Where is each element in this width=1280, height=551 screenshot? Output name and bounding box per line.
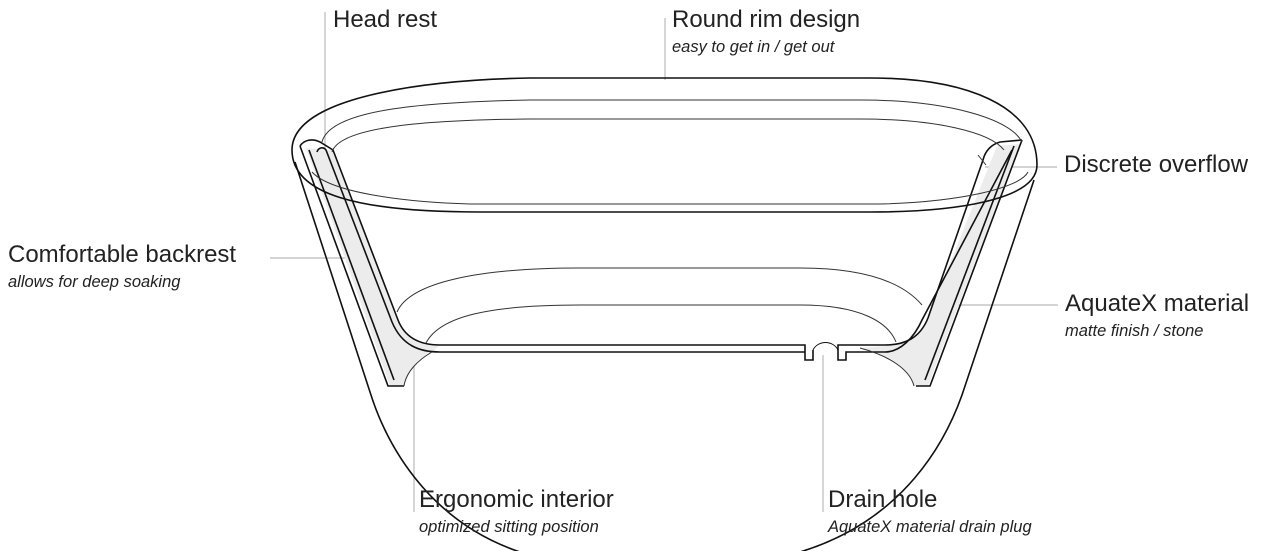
round-rim-subtitle: easy to get in / get out (672, 38, 835, 56)
label-ergonomic: Ergonomic interior optimized sitting pos… (419, 486, 614, 537)
drain-title: Drain hole (828, 486, 938, 513)
label-drain: Drain hole AquateX material drain plug (828, 486, 1032, 537)
label-head-rest: Head rest (333, 6, 437, 34)
label-material: AquateX material matte finish / stone (1065, 290, 1249, 341)
wall-section-shading (306, 144, 1020, 386)
overflow-title: Discrete overflow (1064, 151, 1249, 178)
label-backrest: Comfortable backrest allows for deep soa… (8, 241, 236, 292)
ergonomic-title: Ergonomic interior (419, 486, 614, 513)
bathtub-contours (311, 99, 1029, 387)
head-rest-title: Head rest (333, 6, 438, 33)
material-title: AquateX material (1065, 290, 1250, 317)
backrest-subtitle: allows for deep soaking (8, 273, 181, 291)
round-rim-title: Round rim design (672, 6, 861, 33)
backrest-title: Comfortable backrest (8, 241, 237, 268)
bathtub-outline (291, 77, 1038, 551)
material-subtitle: matte finish / stone (1065, 322, 1204, 340)
ergonomic-subtitle: optimized sitting position (419, 518, 599, 536)
label-round-rim: Round rim design easy to get in / get ou… (672, 6, 860, 57)
label-overflow: Discrete overflow (1064, 151, 1248, 179)
overflow-slot (977, 154, 987, 166)
drain-subtitle: AquateX material drain plug (828, 518, 1032, 536)
